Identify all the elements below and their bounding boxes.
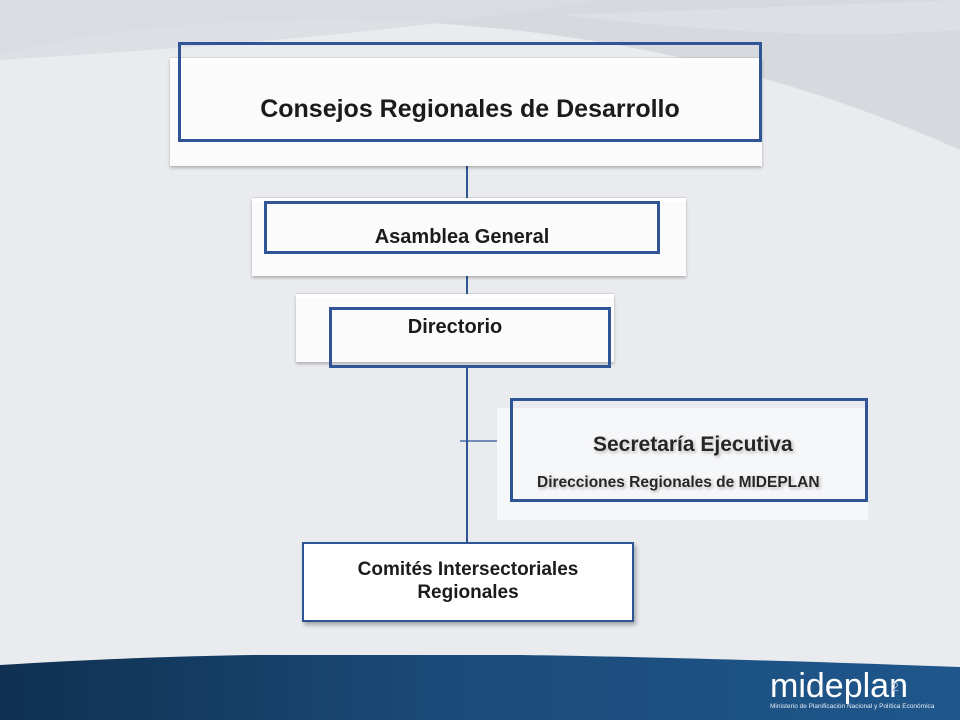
mideplan-logo: mideplan [770,667,908,705]
mideplan-logo-subtitle: Ministerio de Planificación Nacional y P… [770,703,935,710]
asamblea-text: Asamblea General [374,225,550,248]
footer-swoosh [0,655,960,667]
comites-label: Comités Intersectoriales Regionales [302,548,634,614]
consejos-plate [170,58,762,166]
directorio-outline [329,307,611,368]
consejos-outline [178,42,762,142]
comites-text-line1: Comités Intersectoriales [357,559,579,580]
asamblea-label: Asamblea General [264,220,660,254]
directorio-text: Directorio [407,315,503,338]
secretaria-title: Secretaría Ejecutiva [510,428,920,462]
asamblea-outline [264,201,660,254]
secretaria-outline [510,398,868,502]
consejos-label: Consejos Regionales de Desarrollo [178,78,762,140]
consejos-text: Consejos Regionales de Desarrollo [260,94,680,123]
page-number: 2 [892,680,899,694]
secretaria-subtitle: Direcciones Regionales de MIDEPLAN [537,472,877,494]
footer-bar [0,655,960,720]
secretaria-subtitle-text: Direcciones Regionales de MIDEPLAN [537,474,820,491]
asamblea-plate [252,198,686,276]
directorio-label: Directorio [296,312,614,342]
comites-text-line2: Regionales [417,582,519,603]
directorio-plate [296,294,614,362]
comites-box [302,542,634,622]
secretaria-title-text: Secretaría Ejecutiva [593,433,793,456]
